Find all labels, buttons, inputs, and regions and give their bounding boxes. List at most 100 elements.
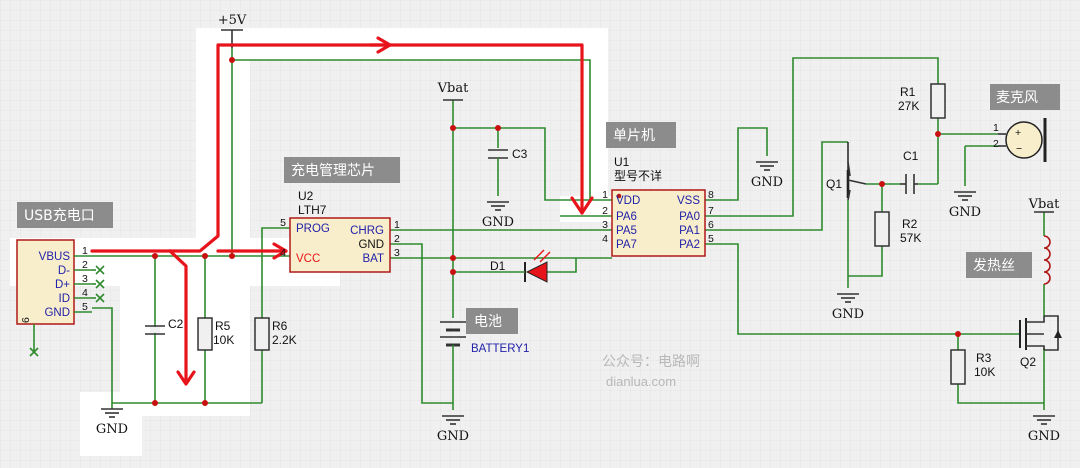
u1-left-pin-label: PA6	[616, 211, 637, 223]
ground-symbol: GND	[1028, 415, 1060, 444]
resistor-r1: R1 27K	[898, 83, 946, 119]
vbat-right: Vbat	[1028, 197, 1060, 213]
u2-ref: U2	[298, 189, 314, 203]
u1-left-pin-label: PA5	[616, 225, 637, 237]
r5-value: 10K	[213, 333, 234, 347]
watermark-line1: 公众号：电路啊	[602, 354, 700, 370]
u2-right-pin-number: 1	[394, 219, 400, 231]
c3-label: C3	[512, 147, 528, 161]
vbat-right-label: Vbat	[1028, 197, 1060, 212]
battery: BATTERY1	[440, 321, 529, 410]
usb-pin-number: 1	[82, 245, 88, 257]
r3-label: R3	[976, 351, 992, 365]
svg-text:−: −	[1016, 143, 1022, 155]
ground-symbol: GND	[751, 161, 783, 190]
u1-right-pin-label: PA1	[679, 225, 700, 237]
usb-pin-number: 5	[82, 301, 88, 313]
usb-pin-6-number: 6	[20, 317, 32, 323]
u1-part: 型号不详	[614, 168, 662, 183]
svg-text:充电管理芯片: 充电管理芯片	[291, 163, 375, 179]
ground-label: GND	[751, 175, 783, 190]
vbat-top-label: Vbat	[437, 81, 469, 96]
usb-pin-label: ID	[59, 293, 71, 305]
svg-text:单片机: 单片机	[613, 128, 655, 144]
ground-symbol: GND	[482, 201, 514, 230]
resistor-r2: R2 57K	[874, 211, 921, 247]
q2-label: Q2	[1020, 355, 1036, 369]
u1-right-pin-number: 6	[708, 219, 714, 231]
u1-right-pin-number: 8	[708, 189, 714, 201]
c2-label: C2	[168, 317, 184, 331]
svg-text:电池: 电池	[474, 314, 502, 330]
q1-label: Q1	[826, 177, 842, 191]
u2-left-pin-number: 5	[280, 217, 286, 229]
u2-left-pin-label: VCC	[296, 253, 320, 265]
ground-label: GND	[437, 429, 469, 444]
svg-text:发热丝: 发热丝	[973, 258, 1015, 274]
u1-left-pin-number: 4	[602, 233, 608, 245]
charging-current-path	[90, 36, 594, 386]
wires	[92, 48, 1045, 410]
r5-label: R5	[215, 319, 231, 333]
usb-pin-label: GND	[44, 307, 70, 319]
resistor-r3: R3 10K	[950, 349, 995, 385]
u1-right-pin-number: 7	[708, 205, 714, 217]
usb-pin-label: D+	[55, 279, 70, 291]
r2-value: 57K	[900, 231, 921, 245]
usb-pin-label: VBUS	[39, 251, 71, 263]
usb-pin-label: D-	[58, 265, 70, 277]
d1-label: D1	[490, 259, 506, 273]
u1-left-pin-number: 3	[602, 219, 608, 231]
capacitor-c2: C2	[145, 317, 184, 335]
svg-text:麦克风: 麦克风	[996, 90, 1038, 106]
callout-battery: 电池	[466, 308, 518, 334]
u2-right-pin-number: 3	[394, 247, 400, 259]
u2-part: LTH7	[298, 203, 327, 217]
battery-ref: BATTERY1	[471, 343, 529, 355]
callout-heater: 发热丝	[966, 252, 1032, 278]
mic-pin2: 2	[993, 138, 999, 150]
resistor-r5: R5 10K	[197, 317, 234, 351]
u1-left-pin-number: 1	[602, 189, 608, 201]
u1-left-pin-label: PA7	[616, 239, 637, 251]
resistor-r6: R6 2.2K	[254, 317, 297, 351]
ground-label: GND	[96, 422, 128, 437]
u2-right-pin-label: BAT	[362, 253, 384, 265]
ground-symbol: GND	[96, 403, 128, 437]
r2-label: R2	[902, 217, 918, 231]
capacitor-c1: C1	[900, 149, 919, 194]
heater-coil	[1043, 235, 1051, 285]
led-d1: D1	[490, 249, 551, 283]
no-connect-icon	[92, 293, 105, 303]
junctions	[152, 57, 961, 406]
watermark-line2: dianlua.com	[606, 374, 676, 389]
u1-right-pin-label: VSS	[677, 195, 700, 207]
u1-left-pin-number: 2	[602, 205, 608, 217]
callout-mic: 麦克风	[990, 84, 1060, 110]
r6-value: 2.2K	[272, 333, 297, 347]
c1-label: C1	[903, 149, 919, 163]
mosfet-q2: Q2	[1019, 315, 1062, 369]
callout-charge-ic: 充电管理芯片	[284, 157, 400, 183]
u2-right-pin-number: 2	[394, 233, 400, 245]
ground-label: GND	[482, 215, 514, 230]
usb-pin-number: 3	[82, 273, 88, 285]
usb-pin-number: 2	[82, 259, 88, 271]
u2-left-pin-label: PROG	[296, 223, 330, 235]
u1-ref: U1	[614, 155, 630, 169]
u1-right-pin-label: PA2	[679, 239, 700, 251]
ground-label: GND	[1028, 429, 1060, 444]
u2-right-pin-label: GND	[358, 239, 384, 251]
no-connect-icon	[29, 347, 39, 357]
ground-label: GND	[832, 307, 864, 322]
transistor-q1: Q1	[826, 142, 867, 201]
callout-mcu: 单片机	[606, 122, 676, 148]
u1-right-pin-label: PA0	[679, 211, 700, 223]
u2-right-pin-label: CHRG	[350, 225, 384, 237]
r6-label: R6	[272, 319, 288, 333]
callout-usb-port: USB充电口	[17, 202, 113, 228]
vbat-top: Vbat	[437, 81, 469, 101]
